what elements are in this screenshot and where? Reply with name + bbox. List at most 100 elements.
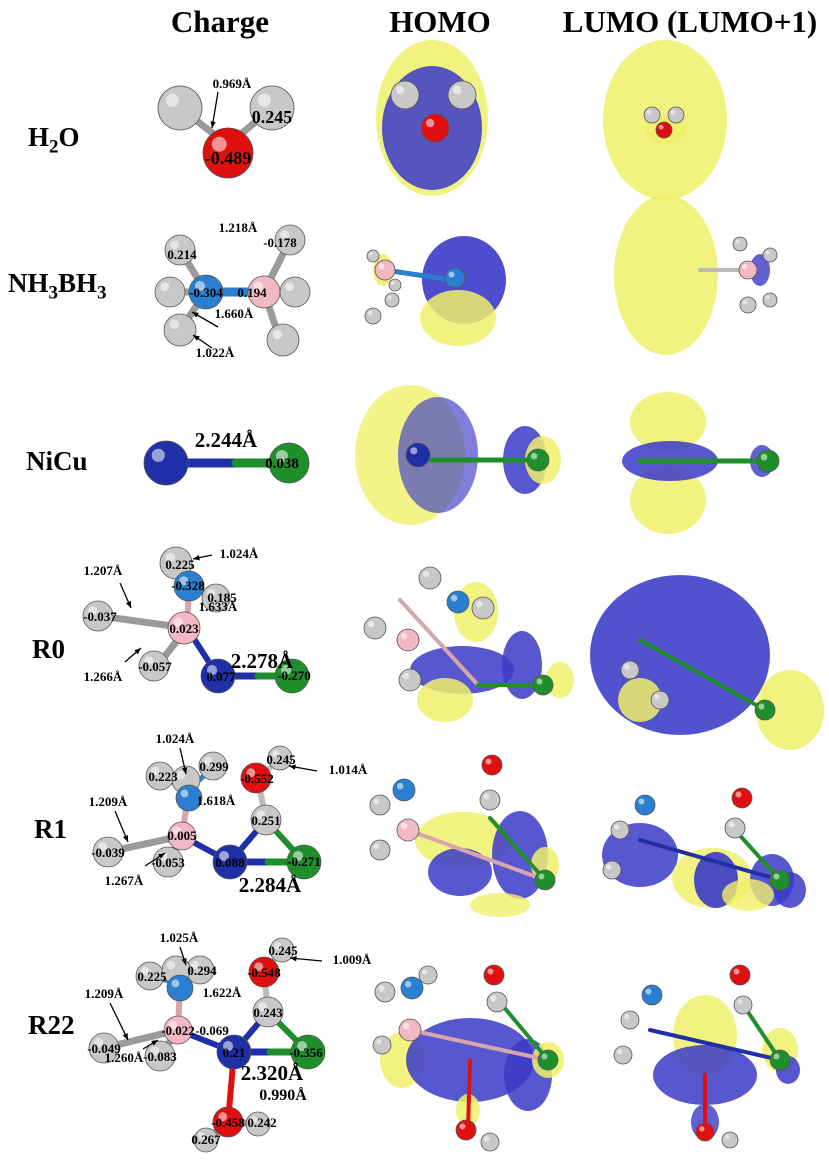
atom-highlight [765,295,770,300]
atom-highlight [402,1022,410,1030]
pointer-arrow [109,1002,129,1041]
atom-highlight [203,756,213,766]
atom-highlight [276,450,288,462]
arrow-head [193,555,200,561]
atom-highlight [450,594,458,602]
atom-highlight [170,240,180,250]
atom-highlight [395,85,405,95]
atom-highlight [369,252,373,256]
charge-label: 0.023 [169,621,199,636]
charge-label: -0.049 [87,1041,121,1056]
charge-label: 0.251 [251,813,280,828]
oxygen-atom [731,787,753,809]
boron-atom [374,259,396,281]
atom-highlight [541,1053,548,1060]
bond-length-label: 1.022Å [196,345,235,360]
atom-highlight [218,1112,228,1122]
header-lumo: LUMO (LUMO+1) [562,4,818,39]
row-label-nicu: NiCu [26,446,88,476]
bond [398,598,480,687]
atom-highlight [150,766,160,776]
hydrogen-atom [650,690,670,710]
atom-highlight [168,1020,178,1030]
bond-length-label: 2.320Å [241,1061,304,1085]
bond-length-label: 1.025Å [160,930,199,945]
boron-atom [738,260,758,280]
charge-label: 0.21 [223,1045,246,1060]
atom-highlight [179,576,189,586]
orbital-lobe-positive [420,290,496,346]
atom-highlight [728,821,735,828]
hydrogen-atom [721,1131,739,1149]
bond [638,838,782,882]
atom-highlight [140,966,150,976]
atom-highlight [206,664,218,676]
arrow-head [122,1033,128,1040]
atom-highlight [735,791,742,798]
orbital-lobe-negative [428,848,492,896]
oxygen-atom [481,754,503,776]
arrow-head [181,767,188,774]
atom-highlight [658,124,664,130]
atom-highlight [699,1126,705,1132]
charge-label: -0.037 [83,609,117,624]
atom-highlight [387,295,392,300]
bond-length-label: 1.209Å [85,986,124,1001]
atom-highlight [378,985,385,992]
atom-highlight [483,793,490,800]
atom-highlight [614,824,620,830]
atom-highlight [448,271,455,278]
atom-highlight [218,850,230,862]
atom-highlight [538,873,545,880]
atom-highlight [180,789,189,798]
atom-highlight [404,980,412,988]
atom-highlight [172,826,182,836]
atom-highlight [256,810,266,820]
atom-highlight [606,864,612,870]
atom-highlight [285,282,295,292]
atom-highlight [165,552,176,563]
charge-label: -0.039 [91,845,125,860]
hydrogen-atom [620,1010,640,1030]
atom-highlight [646,109,652,115]
hydrogen-atom [279,276,311,308]
atom-highlight [98,842,108,852]
hydrogen-atom [372,1035,392,1055]
atom-highlight [250,1116,258,1124]
arrow-head [134,648,141,655]
atom-highlight [373,798,380,805]
oxygen-atom [483,964,505,986]
charge-label: -0.083 [143,1049,177,1064]
charge-label: 0.185 [207,590,237,605]
atom-highlight [280,230,290,240]
charge-label: -0.304 [189,285,223,300]
arrow-head [289,764,296,770]
atom-highlight [367,620,375,628]
atom-highlight [487,968,494,975]
atom-highlight [253,281,264,292]
bond-length-label: 1.260Å [105,1050,144,1065]
bond-length-label: 1.267Å [105,873,144,888]
bond [638,638,767,712]
hydrogen-atom [739,296,757,314]
charge-label: -0.069 [195,1023,229,1038]
charge-label: 0.225 [165,557,195,572]
charge-label: -0.548 [247,965,281,980]
row-label-nh3bh3: NH3BH3 [8,268,107,304]
atom-highlight [742,299,748,305]
nitrogen-atom [166,974,194,1002]
hydrogen-atom [613,1045,633,1065]
charge-label: -0.552 [240,771,274,786]
charge-label: -0.458 [211,1115,245,1130]
hydrogen-atom [643,106,661,124]
orbital-lobe-positive [756,670,824,750]
hydrogen-atom [732,236,748,252]
bond-length-label: 0.969Å [213,76,252,91]
charge-label: -0.022 [161,1023,195,1038]
orbital-lobe-positive [618,678,662,722]
atom-highlight [400,632,408,640]
arrow-head [181,958,187,965]
bond-length-label: 1.209Å [89,794,128,809]
copper-atom [769,869,791,891]
nitrogen-atom [641,984,663,1006]
